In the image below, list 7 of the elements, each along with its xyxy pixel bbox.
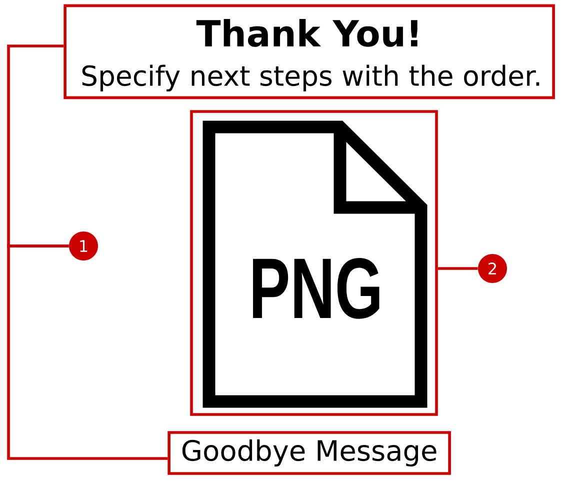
text-box: Goodbye Message bbox=[168, 431, 451, 475]
callout-number: 1 bbox=[69, 232, 98, 260]
message-box: Thank You! Specify next steps with the order. bbox=[64, 4, 555, 100]
leader-line bbox=[438, 267, 478, 270]
file-picture: PNG bbox=[202, 120, 428, 408]
leader-line bbox=[7, 244, 168, 460]
callout-number: 2 bbox=[478, 254, 507, 283]
